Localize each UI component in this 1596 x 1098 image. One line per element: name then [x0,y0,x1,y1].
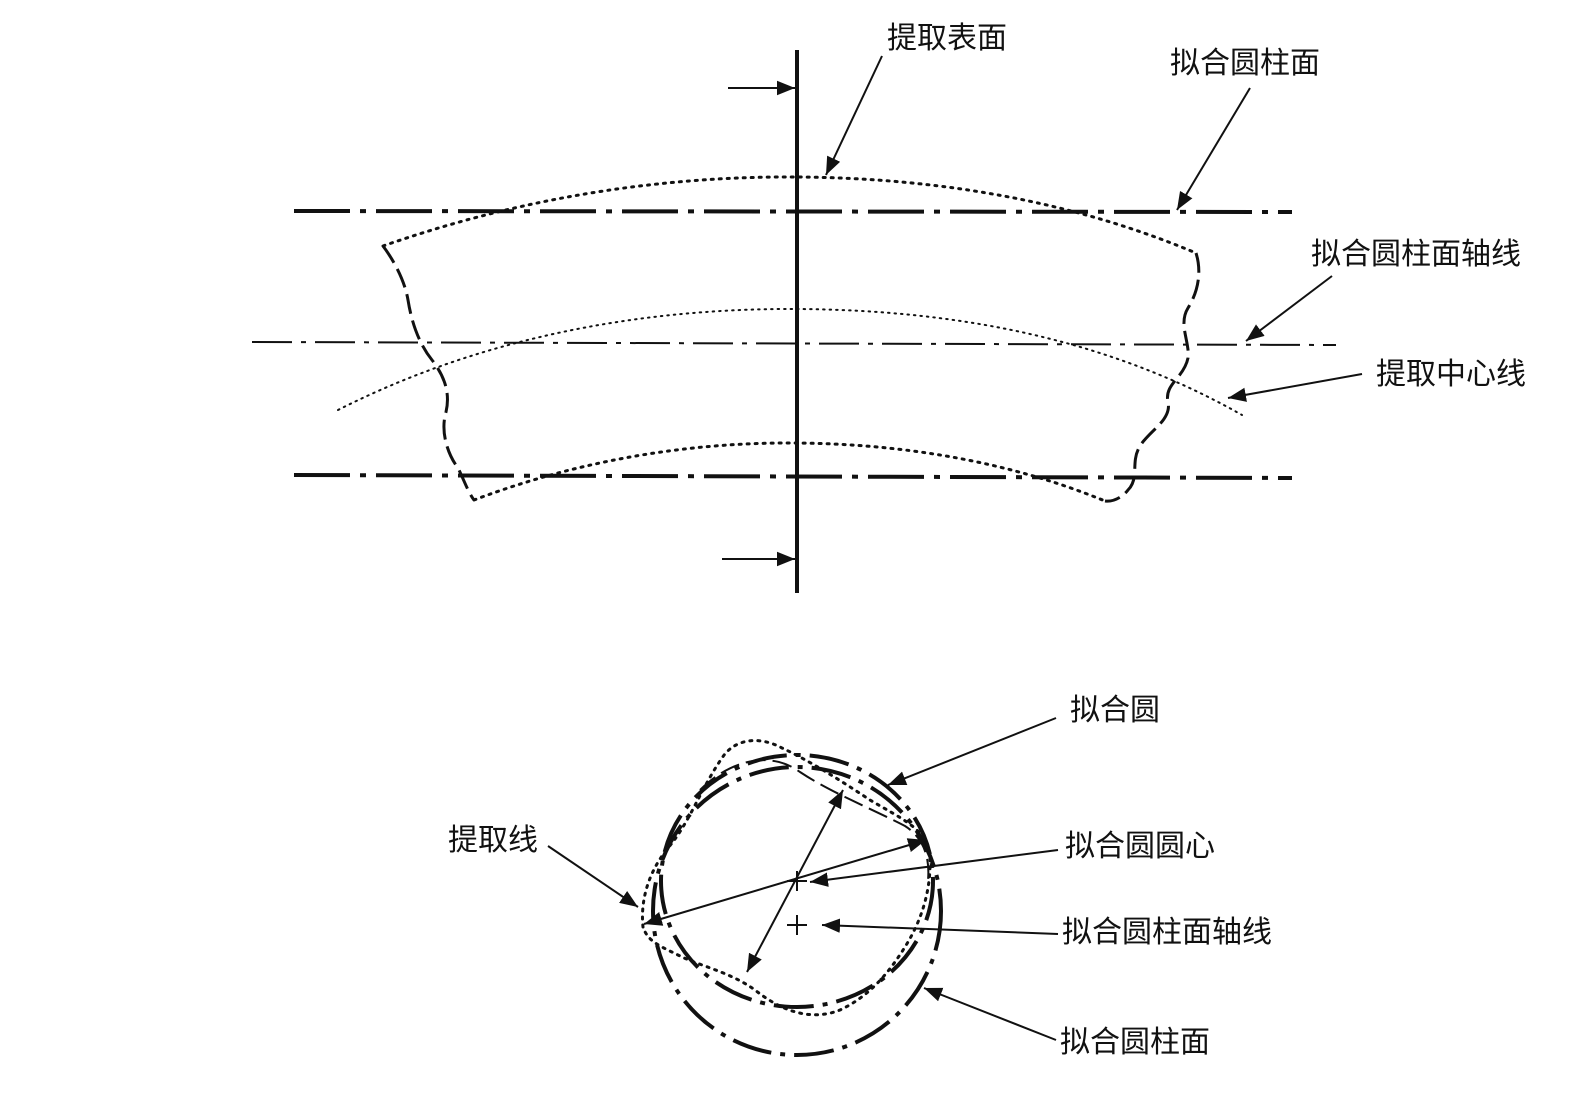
fitted-cylinder-axis-line [251,341,1337,346]
label-fitted-circle: 拟合圆 [1070,693,1160,728]
leader-fitted-cylinder-axis [1245,275,1333,342]
label-fitted-cylinder: 拟合圆柱面 [1170,46,1320,81]
leader-fitted-circle-center [809,849,1059,887]
extracted-line-inner [699,759,930,881]
label-fitted-cylinder-axis-2: 拟合圆柱面轴线 [1062,915,1272,950]
fitted-cylinder-top-line [293,209,1293,214]
leader-extracted-surface [825,55,883,176]
leader-fitted-cylinder [1176,87,1251,211]
diameter-line-a [643,838,927,926]
extracted-surface-bottom-curve [472,441,1107,503]
label-fitted-circle-center: 拟合圆圆心 [1065,829,1215,864]
label-extracted-surface: 提取表面 [887,21,1007,56]
leader-fitted-cylinder-2 [923,987,1057,1041]
cross-section-view: 拟合圆 提取线 拟合圆圆心 拟合圆柱面轴线 拟合圆柱面 [448,693,1272,1060]
top-view: 提取表面 拟合圆柱面 拟合圆柱面轴线 提取中心线 [251,21,1526,593]
extracted-surface-top-curve [381,175,1198,255]
label-extracted-centerline: 提取中心线 [1376,357,1526,392]
leader-fitted-cylinder-axis-2 [821,918,1059,935]
label-fitted-cylinder-axis: 拟合圆柱面轴线 [1311,237,1521,272]
extracted-centerline-curve [337,307,1243,416]
leader-fitted-circle [887,717,1057,786]
label-extracted-line: 提取线 [448,823,538,858]
extracted-surface-left-edge [381,245,476,501]
leader-extracted-line [547,845,639,908]
fitted-cylinder-circle [651,765,943,1057]
extracted-surface-right-edge [1104,252,1201,503]
leader-extracted-centerline [1227,373,1363,402]
extracted-line-curve [640,739,932,1017]
label-fitted-cylinder-2: 拟合圆柱面 [1060,1025,1210,1060]
fitted-cylinder-bottom-line [293,473,1293,480]
